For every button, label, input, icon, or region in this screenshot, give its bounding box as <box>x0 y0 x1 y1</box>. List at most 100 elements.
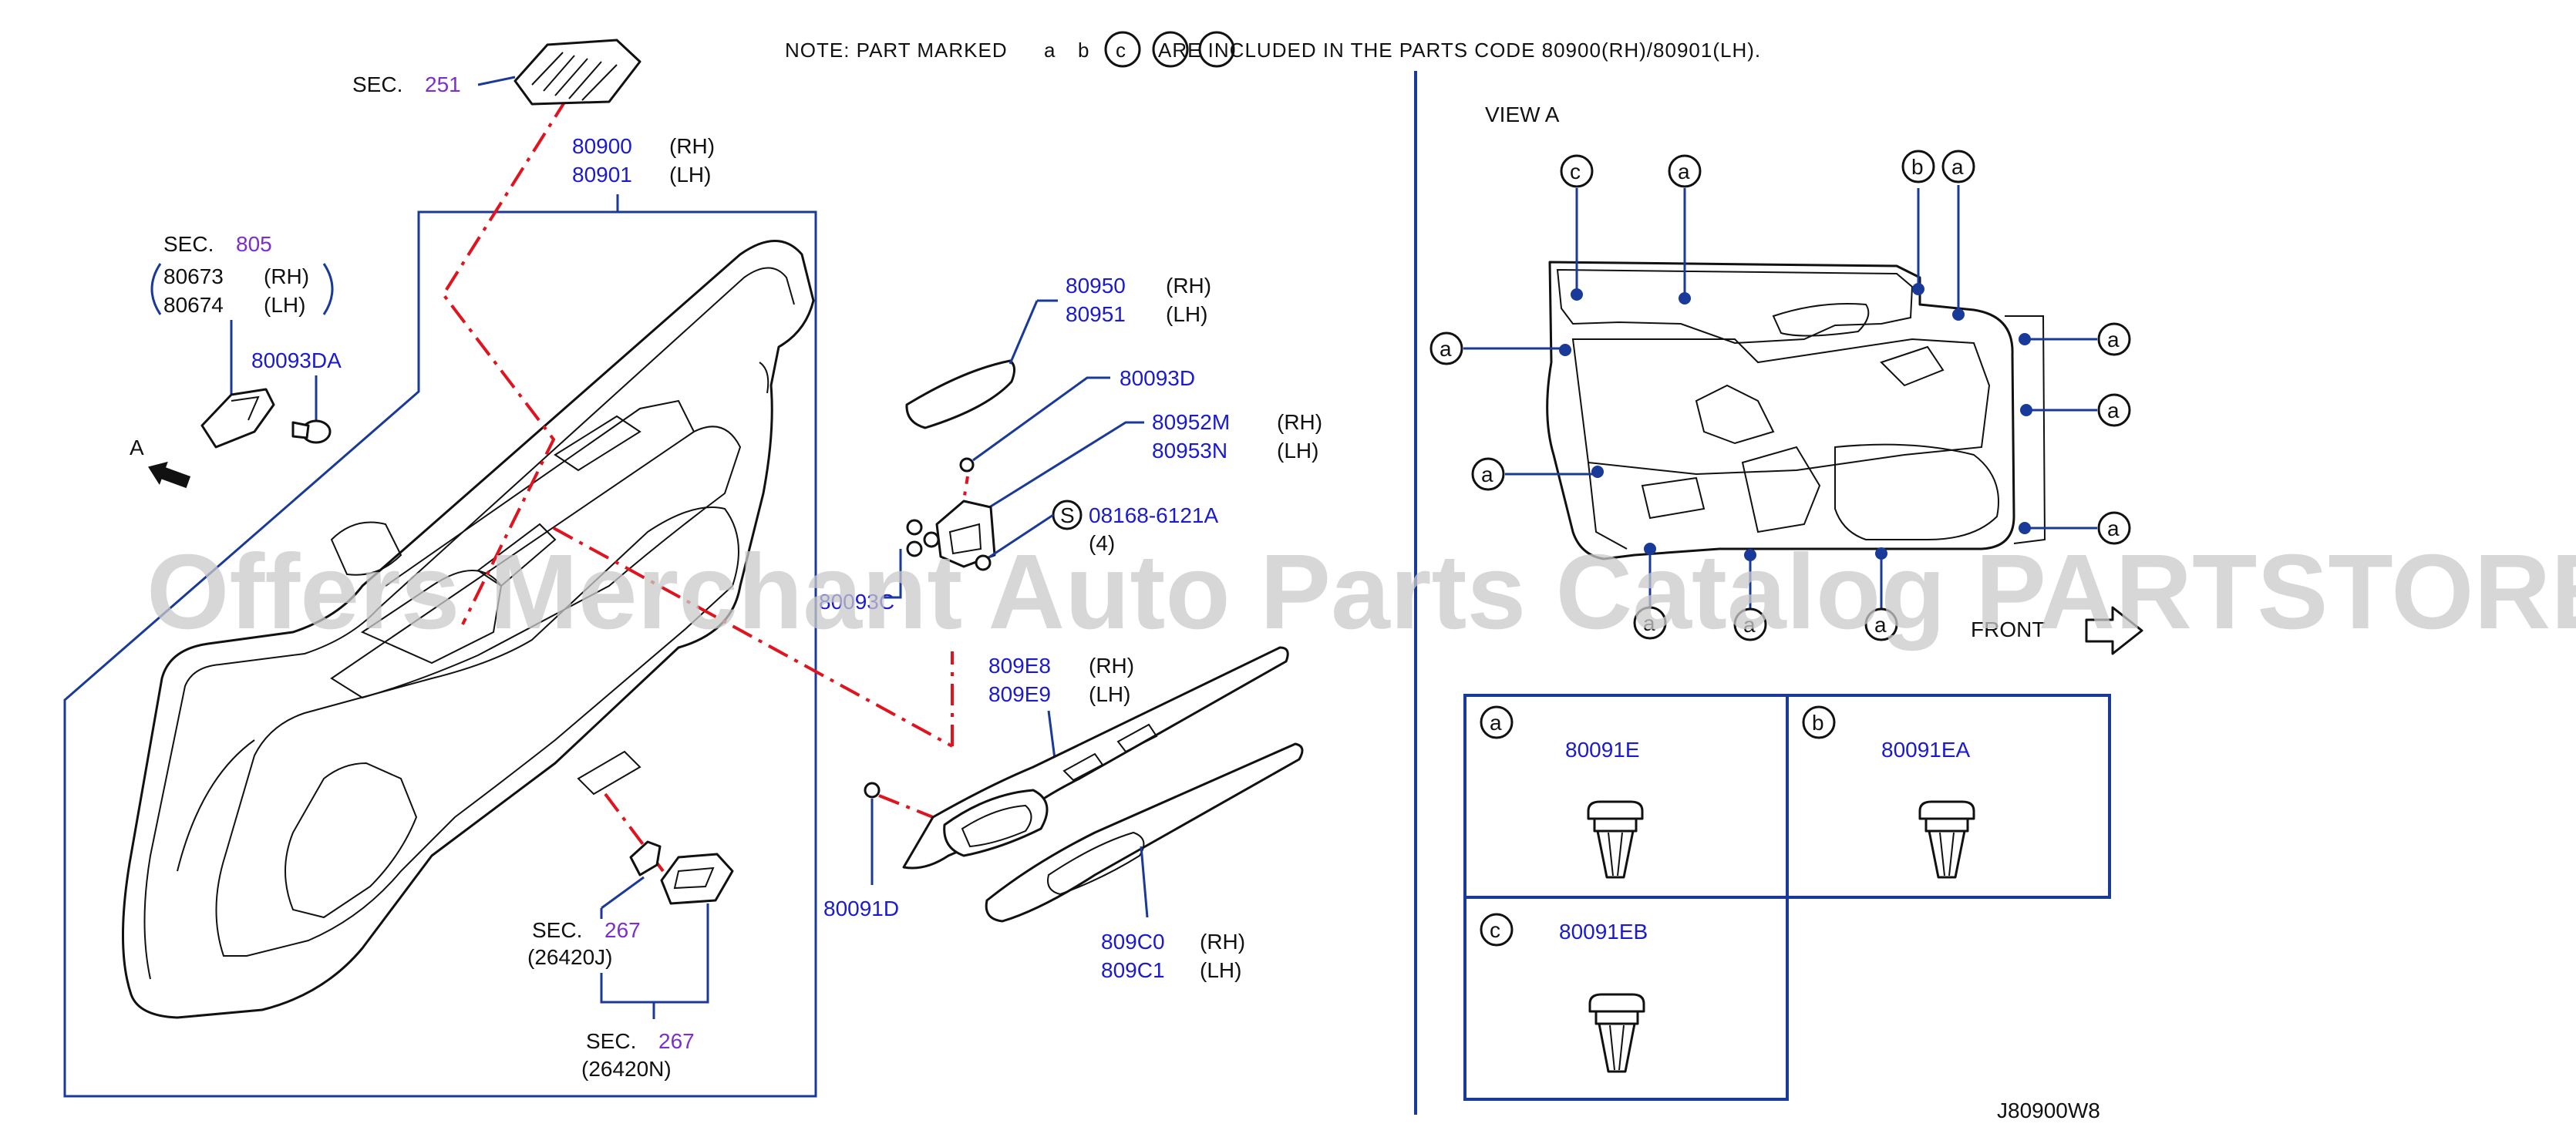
screw-91d-shape <box>864 782 881 799</box>
armrest-lh-tag: (LH) <box>1166 302 1207 326</box>
sec251-prefix: SEC. <box>352 72 402 96</box>
legend-part-c[interactable]: 80091EB <box>1559 920 1648 944</box>
view-a-mark-6: a <box>2107 328 2120 352</box>
note-mark-a: a <box>1044 39 1056 62</box>
view-a-mark-11: a <box>1874 613 1887 637</box>
finisher-c-lh-part[interactable]: 809C1 <box>1101 958 1165 982</box>
note-mark-c: c <box>1116 39 1126 62</box>
switch-large-part <box>660 853 734 905</box>
sec267a-leader <box>601 876 645 910</box>
screw-91d-part[interactable]: 80091D <box>823 897 899 920</box>
bolt-shapes <box>906 519 992 571</box>
switch-small-part <box>629 840 662 877</box>
front-arrow-icon <box>2085 606 2143 655</box>
legend-box-c <box>1463 896 1789 1101</box>
view-a-mark-1: a <box>1678 160 1690 183</box>
clip-da-part[interactable]: 80093DA <box>251 348 342 372</box>
finisher-e-lh-tag: (LH) <box>1089 682 1130 706</box>
clip-c-part[interactable]: 80093C <box>819 590 894 614</box>
door-trim-rh-tag: (RH) <box>669 134 715 158</box>
clip-a-icon <box>1587 800 1644 879</box>
view-a-arrow-icon <box>148 461 191 489</box>
note-circle-c <box>1104 31 1141 68</box>
bracket-leader <box>986 421 1144 510</box>
view-a-mark-5: a <box>1481 463 1493 486</box>
door-trim-lh-part[interactable]: 80901 <box>572 163 632 187</box>
sec267a-code: (26420J) <box>527 945 613 969</box>
armrest-rh-part[interactable]: 80950 <box>1066 274 1126 298</box>
view-a-title: VIEW A <box>1485 103 1560 126</box>
finisher-lower-part <box>985 742 1304 923</box>
finisher-e-rh-tag: (RH) <box>1089 654 1134 678</box>
explode-line-finisher <box>553 527 953 748</box>
screw-d-leader <box>972 376 1110 462</box>
screw-d-part[interactable]: 80093D <box>1120 366 1195 390</box>
bolt-qty: (4) <box>1089 531 1115 555</box>
diagram-code: J80900W8 <box>1997 1099 2100 1122</box>
finisher-e-rh-part[interactable]: 809E8 <box>988 654 1051 678</box>
door-trim-rh-part[interactable]: 80900 <box>572 134 632 158</box>
sec805-rh-tag: (RH) <box>264 264 309 288</box>
bracket-lh-tag: (LH) <box>1277 439 1318 463</box>
clip-b-icon <box>1918 800 1975 879</box>
armrest-pad-part <box>905 359 1015 429</box>
sec267b-code: (26420N) <box>581 1057 672 1081</box>
legend-box-b <box>1786 694 2111 899</box>
bolt-part[interactable]: 08168-6121A <box>1089 503 1218 527</box>
view-a-mark-8: a <box>2107 516 2120 540</box>
sec251-number[interactable]: 251 <box>425 72 461 96</box>
finisher-e-lh-part[interactable]: 809E9 <box>988 682 1051 706</box>
sec805-prefix: SEC. <box>163 232 214 256</box>
bracket-rh-tag: (RH) <box>1277 410 1322 434</box>
note-mark-b: b <box>1078 39 1089 62</box>
explode-line-switch <box>604 792 665 873</box>
clip-da-part-shape <box>291 419 332 444</box>
view-a-mark-7: a <box>2107 399 2120 422</box>
door-trim-group-frame <box>63 210 817 1098</box>
legend-mark-a: a <box>1490 711 1502 735</box>
door-trim-lh-tag: (LH) <box>669 163 711 187</box>
sec267b-prefix: SEC. <box>586 1029 636 1053</box>
finisher-c-rh-part[interactable]: 809C0 <box>1101 930 1165 954</box>
sec267a-prefix: SEC. <box>532 918 582 942</box>
sec805-number[interactable]: 805 <box>236 232 272 256</box>
view-a-mark-0: c <box>1570 160 1581 183</box>
door-trim-panel <box>122 240 815 1019</box>
legend-part-b[interactable]: 80091EA <box>1881 738 1971 762</box>
sec805-bracket-right <box>322 263 334 315</box>
view-a-mark-2: b <box>1911 155 1924 179</box>
inner-handle-part <box>200 388 275 449</box>
bolt-mark: S <box>1060 503 1075 527</box>
armrest-lh-part[interactable]: 80951 <box>1066 302 1126 326</box>
clip-c-icon <box>1588 993 1645 1073</box>
armrest-leader <box>1009 300 1039 365</box>
view-a-mark-3: a <box>1951 155 1964 179</box>
view-a-mark-9: a <box>1643 611 1655 635</box>
speaker-grille-part <box>514 39 641 106</box>
legend-mark-c: c <box>1490 918 1500 942</box>
view-a-mark-10: a <box>1743 613 1756 637</box>
sec805-lh-tag: (LH) <box>264 293 305 317</box>
sec267a-number[interactable]: 267 <box>604 918 641 942</box>
view-a-clip-marks: c a b a a a a a a a <box>1429 150 2131 641</box>
note-circle-2 <box>1152 31 1189 68</box>
bracket-part <box>935 500 996 568</box>
sec267b-number[interactable]: 267 <box>658 1029 695 1053</box>
view-a-mark-4: a <box>1440 337 1452 361</box>
sec805-lh-part[interactable]: 80674 <box>163 293 224 317</box>
bracket-lh-part[interactable]: 80953N <box>1152 439 1227 463</box>
clip-legend: a 80091E b 80091EA c 80091EB <box>1463 694 2111 1101</box>
arrow-a-label: A <box>130 436 144 459</box>
front-label: FRONT <box>1971 617 2045 641</box>
note-line: NOTE: PART MARKED a b c ARE INCLUDED IN … <box>785 31 1761 68</box>
finisher-upper-part <box>902 646 1289 870</box>
legend-mark-b: b <box>1812 711 1824 735</box>
note-tail: ARE INCLUDED IN THE PARTS CODE 80900(RH)… <box>1158 39 1761 62</box>
legend-part-a[interactable]: 80091E <box>1565 738 1640 762</box>
watermark-text: Offers Merchant Auto Parts Catalog PARTS… <box>146 533 2576 651</box>
screw-d-shape <box>959 457 975 473</box>
finisher-c-rh-tag: (RH) <box>1200 930 1245 954</box>
bracket-rh-part[interactable]: 80952M <box>1152 410 1230 434</box>
sec805-rh-part[interactable]: 80673 <box>163 264 224 288</box>
